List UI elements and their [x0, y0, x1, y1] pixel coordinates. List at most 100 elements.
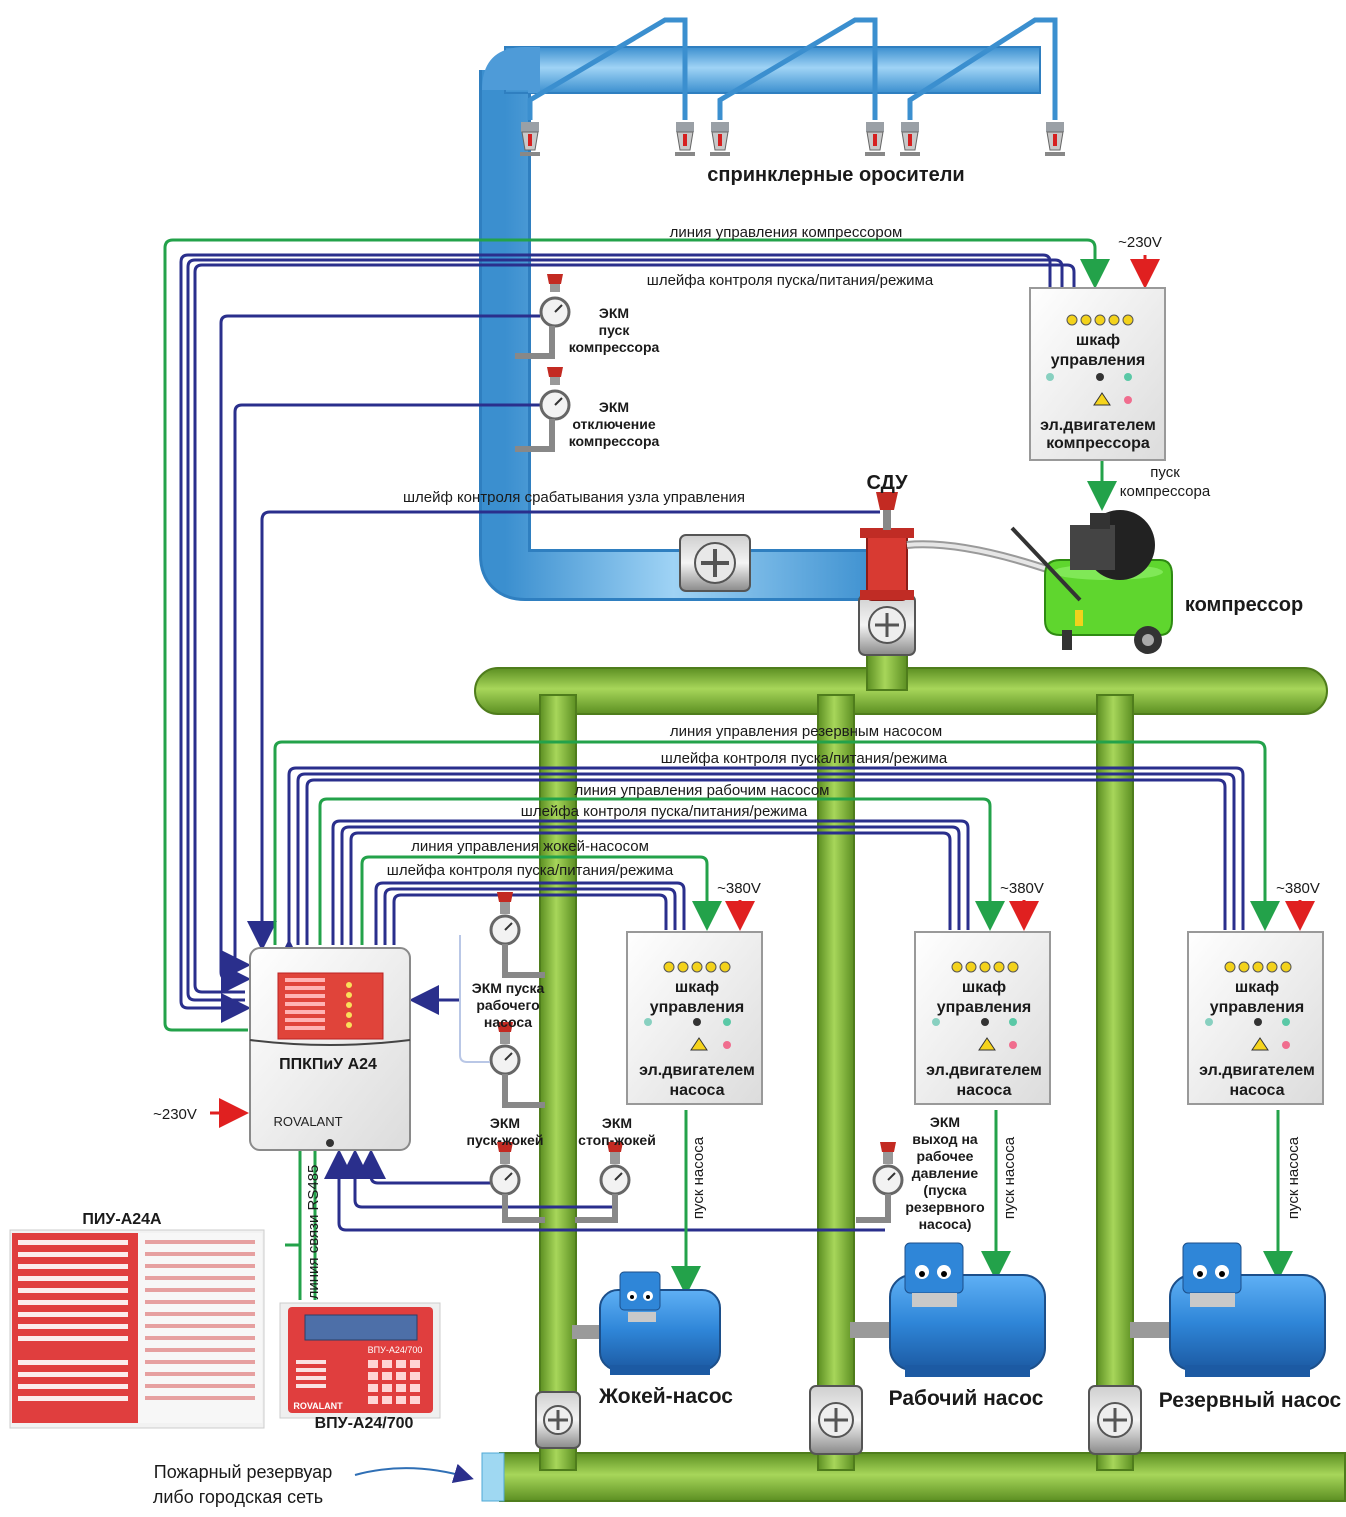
- pump-cabinet-1-line3: эл.двигателем: [639, 1062, 755, 1079]
- wiring: [163, 238, 1315, 1483]
- jockey-loop-label: шлейфа контроля пуска/питания/режима: [387, 862, 674, 879]
- pump-cabinet-2-line2: управления: [937, 999, 1032, 1016]
- ekm-work-start-2: рабочего: [476, 997, 539, 1013]
- v380-1-label: ~380V: [717, 880, 761, 897]
- gauge-reserve: [856, 1142, 904, 1223]
- ekm-reserve-6: резервного: [905, 1199, 984, 1215]
- control-panel-a24: ППКПиУ А24 ROVALANT: [249, 947, 411, 1151]
- reservoir-line2: либо городская сеть: [153, 1487, 323, 1507]
- sdu-label: СДУ: [866, 472, 908, 494]
- pump-cabinet-2-line3: эл.двигателем: [926, 1062, 1042, 1079]
- vpu-brand-text: ROVALANT: [293, 1401, 343, 1411]
- panel-title: ППКПиУ А24: [279, 1056, 377, 1073]
- pump-start-3-label: пуск насоса: [1285, 1136, 1302, 1219]
- ekm-jockey-start-1: ЭКМ: [490, 1115, 520, 1131]
- pump-cabinet-jockey: шкаф управления эл.двигателем насоса: [626, 931, 763, 1105]
- reservoir-line1: Пожарный резервуар: [154, 1462, 332, 1482]
- pressure-gauges: [459, 274, 904, 1223]
- v230-panel-label: ~230V: [153, 1106, 197, 1123]
- ekm-jockey-stop-1: ЭКМ: [602, 1115, 632, 1131]
- sdu-control-valve: [860, 492, 1052, 601]
- main-valve: [858, 594, 916, 656]
- ekm-compressor-stop-3: компрессора: [569, 433, 660, 449]
- vpu-a24-700-panel: ВПУ-А24/700 ROVALANT: [279, 1302, 441, 1419]
- piu-a24a-panel: [9, 1229, 265, 1429]
- reserve-pump-label: Резервный насос: [1159, 1389, 1342, 1412]
- compressor-start-1: пуск: [1150, 464, 1180, 481]
- v380-2-label: ~380V: [1000, 880, 1044, 897]
- gauge-compressor-start: [515, 274, 571, 359]
- water-valve-2: [809, 1385, 863, 1455]
- work-loop-label: шлейфа контроля пуска/питания/режима: [521, 803, 808, 820]
- ekm-compressor-start-2: пуск: [599, 322, 631, 338]
- pump-cabinet-3-line1: шкаф: [1235, 979, 1279, 996]
- pump-cabinet-1-line2: управления: [650, 999, 745, 1016]
- motor-reserve: [1130, 1242, 1326, 1377]
- water-valve-3: [1088, 1385, 1142, 1455]
- ekm-reserve-1: ЭКМ: [930, 1114, 960, 1130]
- work-pump-label: Рабочий насос: [889, 1387, 1044, 1410]
- jockey-pump-label: Жокей-насос: [598, 1385, 733, 1408]
- piu-label: ПИУ-А24А: [82, 1211, 162, 1228]
- ekm-jockey-start-2: пуск-жокей: [467, 1132, 544, 1148]
- ekm-compressor-start-3: компрессора: [569, 339, 660, 355]
- ekm-reserve-2: выход на: [912, 1131, 978, 1147]
- pump-cabinet-3-line4: насоса: [1229, 1082, 1284, 1099]
- pump-cabinet-work: шкаф управления эл.двигателем насоса: [914, 931, 1051, 1105]
- compressor-cabinet-line4: компрессора: [1046, 435, 1150, 452]
- compressor-cabinet-line1: шкаф: [1076, 332, 1120, 349]
- gauge-work-start: [489, 892, 545, 978]
- ekm-reserve-5: (пуска: [923, 1182, 966, 1198]
- compressor-control-line-label: линия управления компрессором: [670, 224, 903, 241]
- water-pipe-system: [474, 594, 1346, 1502]
- gauge-jockey-start: [489, 1142, 545, 1223]
- jockey-control-label: линия управления жокей-насосом: [411, 838, 649, 855]
- sprinklers-label: спринклерные оросители: [707, 164, 964, 186]
- vpu-label: ВПУ-А24/700: [315, 1415, 414, 1432]
- ekm-work-start-3: насоса: [484, 1014, 532, 1030]
- pump-cabinet-2-line4: насоса: [956, 1082, 1011, 1099]
- ekm-compressor-stop-1: ЭКМ: [599, 399, 629, 415]
- pump-cabinet-reserve: шкаф управления эл.двигателем насоса: [1187, 931, 1324, 1105]
- pump-cabinet-1-line4: насоса: [669, 1082, 724, 1099]
- ekm-jockey-stop-2: стоп-жокей: [578, 1132, 656, 1148]
- motor-work: [850, 1242, 1046, 1377]
- compressor-loop-label: шлейфа контроля пуска/питания/режима: [647, 272, 934, 289]
- pump-cabinet-3-line3: эл.двигателем: [1199, 1062, 1315, 1079]
- pump-cabinet-3-line2: управления: [1210, 999, 1305, 1016]
- ekm-work-start-1: ЭКМ пуска: [472, 980, 545, 996]
- v380-3-label: ~380V: [1276, 880, 1320, 897]
- vpu-model-text: ВПУ-А24/700: [368, 1345, 423, 1355]
- compressor-cabinet-line3: эл.двигателем: [1040, 417, 1156, 434]
- sprinkler-heads: [520, 122, 1065, 156]
- pump-start-1-label: пуск насоса: [690, 1136, 707, 1219]
- water-valve-1: [535, 1391, 581, 1449]
- ekm-reserve-4: давление: [912, 1165, 979, 1181]
- gauge-jockey-stop: [575, 1142, 631, 1223]
- reserve-loop-label: шлейфа контроля пуска/питания/режима: [661, 750, 948, 767]
- v230-top-label: ~230V: [1118, 234, 1162, 251]
- ekm-reserve-7: насоса): [919, 1216, 972, 1232]
- gauge-compressor-stop: [515, 367, 571, 452]
- pump-cabinet-2-line1: шкаф: [962, 979, 1006, 996]
- ekm-compressor-stop-2: отключение: [572, 416, 656, 432]
- compressor-start-2: компрессора: [1120, 483, 1211, 500]
- pump-start-2-label: пуск насоса: [1001, 1136, 1018, 1219]
- compressor-cabinet-line2: управления: [1051, 352, 1146, 369]
- compressor-label: компрессор: [1185, 594, 1303, 616]
- reserve-control-label: линия управления резервным насосом: [670, 723, 942, 740]
- ekm-compressor-start-1: ЭКМ: [599, 305, 629, 321]
- ekm-reserve-3: рабочее: [917, 1148, 974, 1164]
- pump-cabinet-1-line1: шкаф: [675, 979, 719, 996]
- work-control-label: линия управления рабочим насосом: [575, 782, 830, 799]
- compressor-cabinet: шкаф управления эл.двигателем компрессор…: [1029, 287, 1166, 461]
- panel-brand: ROVALANT: [273, 1114, 342, 1129]
- compressor-image: [1010, 510, 1173, 654]
- air-gate-valve: [679, 534, 751, 592]
- rs485-label: линия связи RS485: [305, 1165, 322, 1300]
- air-pipe-system: [479, 17, 1065, 601]
- motor-jockey: [572, 1271, 721, 1375]
- valve-loop-label: шлейф контроля срабатывания узла управле…: [403, 489, 745, 506]
- gauge-work-start-2: [489, 1022, 545, 1108]
